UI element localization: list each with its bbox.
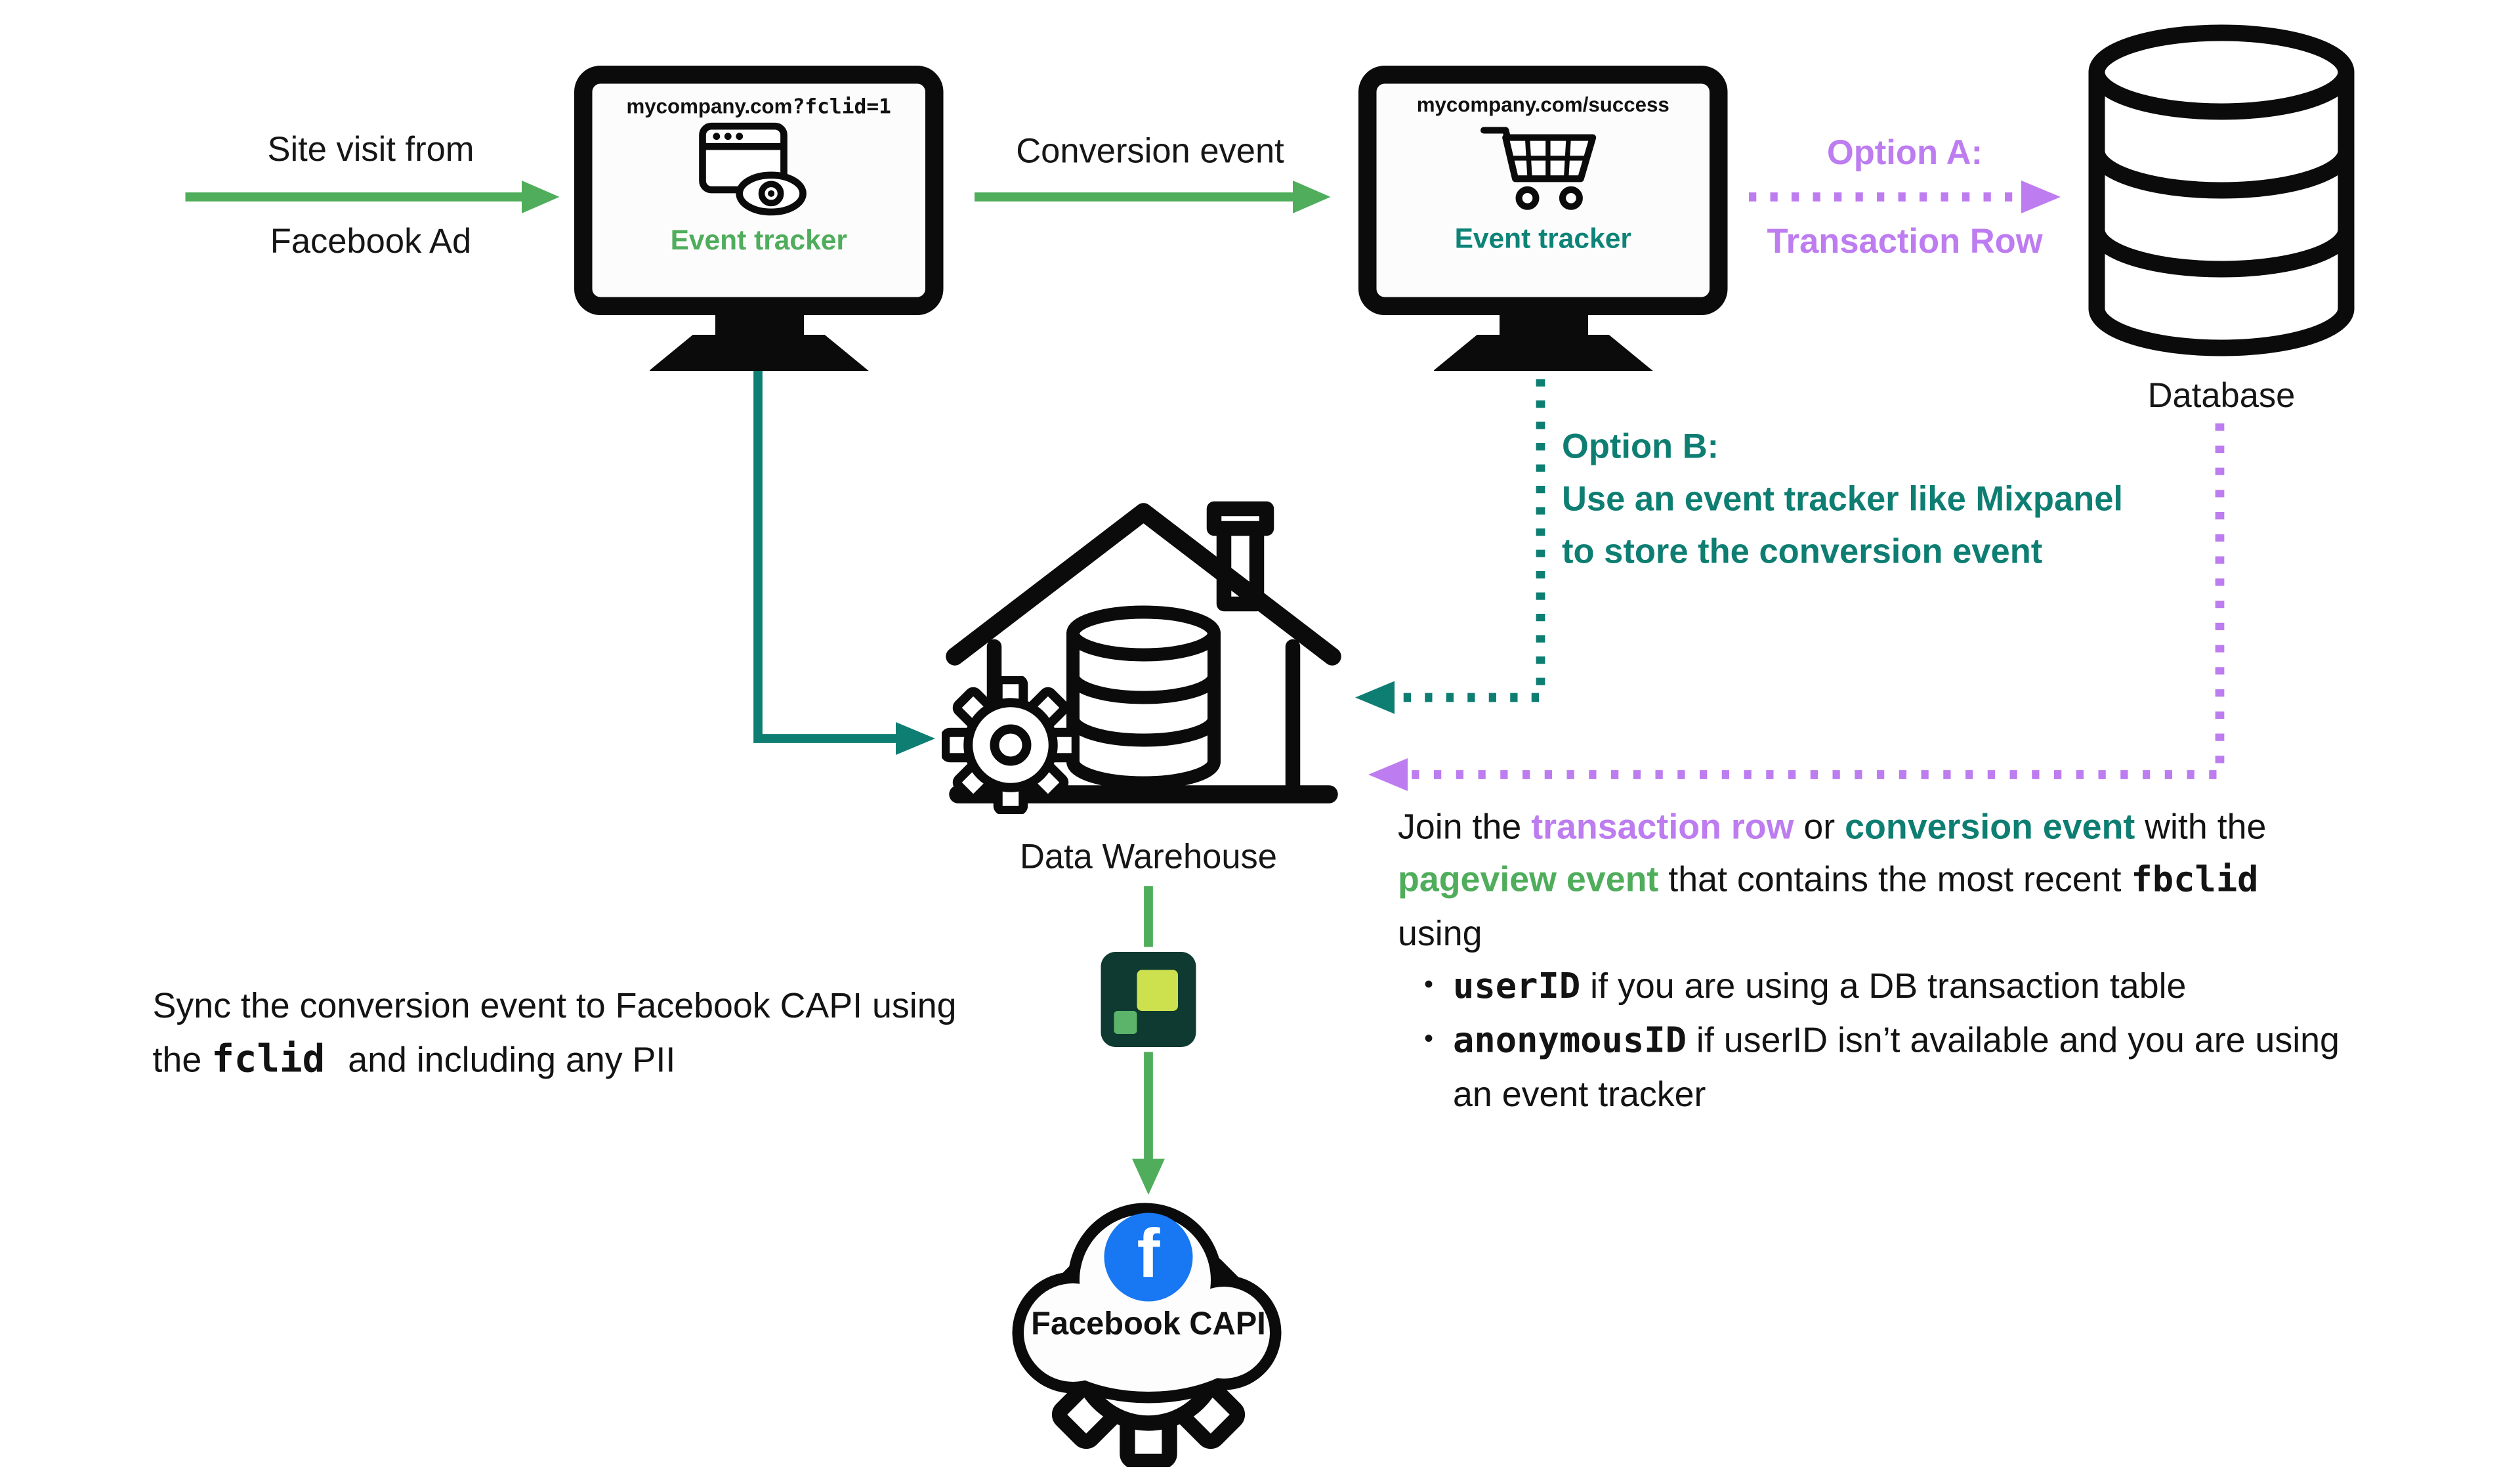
event-tracker-label-pageview: Event tracker bbox=[670, 225, 847, 257]
warehouse-gear-icon bbox=[942, 676, 1080, 814]
sync-text: the bbox=[152, 1040, 212, 1080]
arrow-option-a-transaction-row bbox=[1749, 181, 2061, 213]
join-note-line1: Join the transaction row or conversion e… bbox=[1398, 801, 2464, 853]
sync-text: and including any PII bbox=[338, 1040, 676, 1080]
facebook-f-letter: f bbox=[1137, 1214, 1160, 1292]
url-bar-conversion: mycompany.com/success bbox=[1417, 94, 1670, 117]
monitor-conversion-screen: mycompany.com/success Event tra bbox=[1358, 66, 1728, 315]
shopping-cart-icon bbox=[1480, 127, 1596, 210]
join-text: with the bbox=[2135, 807, 2267, 847]
arrow-site-visit bbox=[185, 181, 560, 213]
transaction-row-text: transaction row bbox=[1531, 807, 1794, 847]
database-cylinder-icon bbox=[2088, 24, 2355, 356]
sync-note: Sync the conversion event to Facebook CA… bbox=[153, 980, 1137, 1088]
url-bar-pageview: mycompany.com?fclid=1 bbox=[626, 94, 891, 119]
monitor-pageview: mycompany.com?fclid=1 Event tracker bbox=[574, 66, 944, 371]
join-note: Join the transaction row or conversion e… bbox=[1398, 801, 2464, 1121]
userid-code: userID bbox=[1453, 966, 1581, 1008]
join-text: Join the bbox=[1398, 807, 1532, 847]
monitor-stand-neck bbox=[714, 315, 803, 335]
sync-logo-square-small bbox=[1114, 1011, 1137, 1034]
option-a-subtitle: Transaction Row bbox=[1767, 223, 2043, 261]
event-tracker-label-conversion: Event tracker bbox=[1454, 223, 1631, 255]
join-note-line3: using bbox=[1398, 914, 1482, 954]
arrow-database-to-warehouse bbox=[1368, 423, 2225, 791]
monitor-conversion: mycompany.com/success Event tra bbox=[1358, 66, 1728, 371]
join-text: or bbox=[1794, 807, 1845, 847]
join-text: if userID isn’t available and you are us… bbox=[1453, 1021, 2340, 1115]
monitor-pageview-screen: mycompany.com?fclid=1 Event tracker bbox=[574, 66, 944, 315]
option-b-line1: Use an event tracker like Mixpanel bbox=[1562, 481, 2123, 519]
conversion-event-label: Conversion event bbox=[1016, 133, 1284, 171]
monitor-stand-base bbox=[648, 335, 869, 371]
sync-note-line1: Sync the conversion event to Facebook CA… bbox=[152, 986, 957, 1026]
url-main: mycompany.com bbox=[1416, 93, 1583, 117]
anonymousid-code: anonymousID bbox=[1453, 1021, 1687, 1062]
option-b-note: Option B: Use an event tracker like Mixp… bbox=[1562, 422, 2123, 580]
join-text: if you are using a DB transaction table bbox=[1580, 966, 2187, 1006]
join-text: that contains the most recent bbox=[1658, 860, 2132, 899]
option-a-title: Option A: bbox=[1826, 135, 1983, 173]
arrow-conversion-event bbox=[975, 181, 1331, 213]
url-fclid-param: ?fclid=1 bbox=[792, 93, 892, 119]
join-note-line2: pageview event that contains the most re… bbox=[1398, 853, 2464, 908]
bullet-dot: • bbox=[1424, 972, 1434, 1000]
database-label: Database bbox=[2147, 377, 2296, 416]
option-b-title: Option B: bbox=[1562, 428, 1719, 467]
option-b-line2: to store the conversion event bbox=[1562, 533, 2043, 572]
site-visit-label-line1: Site visit from bbox=[267, 131, 474, 169]
fclid-code: fclid bbox=[211, 1039, 326, 1082]
fbclid-code: fbclid bbox=[2131, 860, 2259, 901]
url-success-path: /success bbox=[1582, 93, 1670, 117]
facebook-logo-icon: f bbox=[1104, 1212, 1193, 1302]
arrow-pageview-to-warehouse bbox=[753, 315, 935, 755]
sync-tool-logo-icon bbox=[1101, 952, 1196, 1047]
browser-window-eye-icon bbox=[699, 122, 807, 216]
monitor-stand-base bbox=[1433, 335, 1653, 371]
url-main: mycompany.com bbox=[626, 95, 793, 118]
arrow-warehouse-to-capi bbox=[1132, 886, 1165, 1195]
join-note-bullet2: • anonymousID if userID isn’t available … bbox=[1398, 1014, 2408, 1121]
bullet-dot: • bbox=[1424, 1025, 1434, 1054]
site-visit-label-line2: Facebook Ad bbox=[270, 223, 472, 261]
capi-label: Facebook CAPI bbox=[1031, 1306, 1266, 1342]
arrow-option-b-event-tracker bbox=[1355, 315, 1545, 714]
sync-note-line2: the fclid and including any PII bbox=[153, 1034, 1137, 1088]
monitor-stand-neck bbox=[1498, 315, 1587, 335]
conversion-event-text: conversion event bbox=[1845, 807, 2135, 847]
sync-logo-square-large bbox=[1137, 970, 1178, 1011]
pageview-event-text: pageview event bbox=[1398, 860, 1659, 899]
warehouse-label: Data Warehouse bbox=[1019, 838, 1278, 877]
join-note-bullet1: • userID if you are using a DB transacti… bbox=[1398, 960, 2464, 1015]
